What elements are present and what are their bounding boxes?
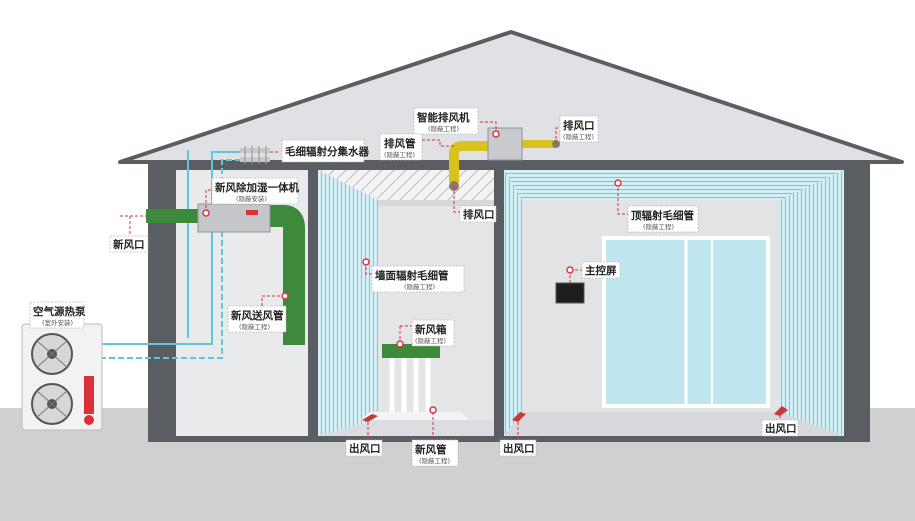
ceiling-capillary	[504, 170, 844, 200]
label-air-outlet-left: 出风口	[349, 442, 381, 455]
marker-dots	[202, 130, 622, 414]
label-fresh-air-pipe-sub: (隐蔽工程)	[419, 456, 450, 465]
label-air-source-heat-pump-sub: (室外安装)	[42, 318, 73, 327]
attic-floor	[148, 162, 870, 170]
label-ceiling-capillary: 顶辐射毛细管	[631, 209, 694, 222]
label-exhaust-outlet-top: 排风口	[563, 119, 595, 132]
label-smart-exhaust-fan-sub: (隐蔽工程)	[428, 124, 459, 133]
label-fresh-air-pipe: 新风管	[415, 443, 447, 456]
label-smart-exhaust-fan: 智能排风机	[416, 111, 470, 124]
label-fresh-air-supply-duct-sub: (隐蔽工程)	[239, 322, 270, 331]
wall-divider-2	[494, 170, 504, 440]
label-wall-capillary-sub: (隐蔽工程)	[404, 282, 435, 291]
label-air-outlet-right: 出风口	[765, 422, 797, 435]
wall-divider-1	[308, 170, 318, 440]
wall-capillary-right	[780, 170, 844, 436]
wall-capillary-left	[318, 170, 378, 436]
label-fresh-air-dehumidifier-sub: (隐蔽安装)	[236, 194, 267, 203]
dehumidifier-unit	[197, 203, 271, 233]
label-fresh-air-box: 新风箱	[415, 323, 447, 336]
label-exhaust-duct: 排风管	[384, 137, 416, 150]
label-air-outlet-middle: 出风口	[503, 442, 535, 455]
label-fresh-air-box-sub: (隐蔽工程)	[415, 336, 446, 345]
label-main-control-screen: 主控屏	[585, 264, 617, 277]
floor-slab	[148, 436, 870, 442]
wall-capillary-right-left	[504, 170, 522, 436]
label-wall-capillary: 墙面辐射毛细管	[375, 269, 449, 282]
floor-outlets	[362, 406, 788, 422]
wall-right	[844, 170, 870, 440]
heat-pump-unit	[21, 323, 103, 431]
label-capillary-manifold: 毛细辐射分集水器	[285, 145, 369, 158]
manifold-device	[240, 146, 270, 164]
label-fresh-air-dehumidifier: 新风除加湿一体机	[215, 181, 299, 194]
label-fresh-air-supply-duct: 新风送风管	[231, 309, 284, 322]
label-fresh-air-inlet: 新风口	[113, 238, 145, 251]
label-exhaust-outlet-top-sub: (隐蔽工程)	[563, 132, 594, 141]
exhaust-duct-path	[449, 127, 560, 191]
label-air-source-heat-pump: 空气源热泵	[33, 305, 86, 318]
label-ceiling-capillary-sub: (隐蔽工程)	[643, 222, 674, 231]
label-exhaust-duct-sub: (隐蔽工程)	[384, 150, 415, 159]
label-exhaust-vent-ceiling: 排风口	[463, 208, 495, 221]
fresh-air-ducts	[146, 205, 470, 420]
